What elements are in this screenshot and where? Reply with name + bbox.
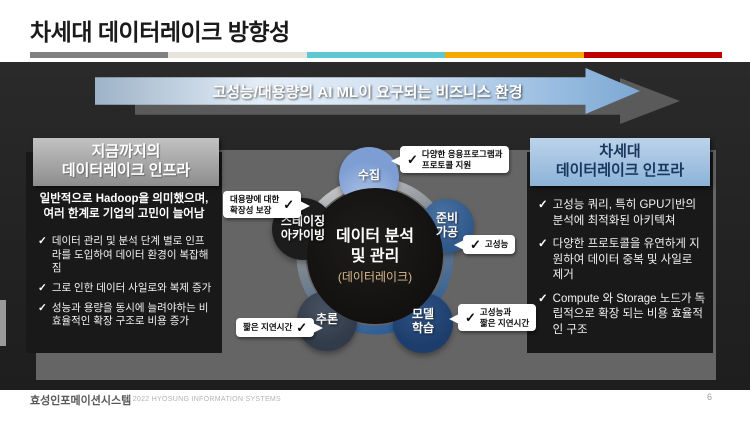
accent-bar: [30, 52, 723, 58]
list-item: ✓ 데이터 관리 및 분석 단계 별로 인프라를 도입하여 데이터 환경이 복잡…: [38, 235, 214, 276]
list-item: ✓ 고성능 쿼리, 특히 GPU기반의 분석에 최적화된 아키텍쳐: [538, 198, 706, 229]
callout-staging: 대용량에 대한 확장성 보장 ✓: [223, 191, 302, 219]
footer-copyright: © 2022 HYOSUNG INFORMATION SYSTEMS: [125, 396, 282, 403]
node-label-staging-archiving: 스테이징 아카이빙: [280, 214, 326, 242]
banner-text: 고성능/대용량의 AI ML이 요구되는 비즈니스 환경: [212, 83, 523, 101]
node-label-collect: 수집: [357, 168, 381, 182]
list-item: ✓ 다양한 프로토콜을 유연하게 지원하여 데이터 중복 및 사일로 제거: [538, 237, 706, 284]
page-number: 6: [707, 392, 713, 402]
check-icon: ✓: [470, 237, 481, 252]
list-item: ✓ 성능과 용량을 동시에 늘려야하는 비효율적인 확장 구조로 비용 증가: [38, 302, 214, 329]
callout-text: 고성능: [484, 239, 509, 250]
bullet-text: 다양한 프로토콜을 유연하게 지원하여 데이터 중복 및 사일로 제거: [552, 238, 700, 282]
callout-collect: ✓ 다양한 응용프로그램과 프로토콜 지원: [400, 146, 510, 174]
left-panel-intro: 일반적으로 Hadoop을 의미했으며, 여러 한계로 기업의 고민이 늘어남: [39, 193, 209, 220]
left-panel-bullets: ✓ 데이터 관리 및 분석 단계 별로 인프라를 도입하여 데이터 환경이 복잡…: [38, 235, 214, 329]
edge-decoration: [0, 300, 6, 346]
footer-company: 효성인포메이션시스템: [30, 395, 132, 407]
callout-model-training: ✓ 고성능과 짧은 지연시간: [458, 304, 537, 332]
callout-prepare: ✓ 고성능: [463, 235, 516, 254]
check-icon: ✓: [407, 152, 418, 168]
check-icon: ✓: [538, 238, 548, 251]
right-panel-bullets: ✓ 고성능 쿼리, 특히 GPU기반의 분석에 최적화된 아키텍쳐 ✓ 다양한 …: [538, 198, 706, 338]
accent-segment-red: [583, 52, 723, 58]
right-panel-header: 차세대 데이터레이크 인프라: [530, 138, 710, 186]
callout-text: 다양한 응용프로그램과 프로토콜 지원: [421, 149, 503, 170]
bullet-text: Compute 와 Storage 노드가 독립적으로 확장 되는 비용 효율적…: [552, 292, 706, 336]
bullet-text: 성능과 용량을 동시에 늘려야하는 비효율적인 확장 구조로 비용 증가: [51, 301, 209, 328]
node-label-prepare: 준비 가공: [435, 211, 459, 239]
bullet-text: 고성능 쿼리, 특히 GPU기반의 분석에 최적화된 아키텍쳐: [552, 199, 697, 227]
check-icon: ✓: [283, 197, 295, 213]
list-item: ✓ Compute 와 Storage 노드가 독립적으로 확장 되는 비용 효…: [538, 292, 706, 339]
node-label-model-training: 모델 학습: [411, 307, 435, 335]
accent-segment-orange: [445, 52, 584, 58]
node-label-inference: 추론: [315, 312, 339, 326]
accent-segment-cyan: [306, 52, 446, 58]
check-icon: ✓: [38, 235, 47, 247]
diagram-center-title: 데이터 분석 및 관리: [335, 228, 415, 265]
left-panel-header: 지금까지의 데이터레이크 인프라: [33, 138, 219, 186]
page-title: 차세대 데이터레이크 방향성: [30, 19, 290, 45]
callout-text: 고성능과 짧은 지연시간: [479, 307, 530, 328]
callout-text: 짧은 지연시간: [243, 322, 293, 333]
check-icon: ✓: [296, 320, 308, 335]
diagram-center: 데이터 분석 및 관리 (데이터레이크): [307, 188, 443, 324]
diagram-center-subtitle: (데이터레이크): [337, 269, 413, 284]
check-icon: ✓: [38, 301, 47, 314]
bullet-text: 그로 인한 데이터 사일로와 복제 증가: [51, 281, 212, 294]
bullet-text: 데이터 관리 및 분석 단계 별로 인프라를 도입하여 데이터 환경이 복잡해 …: [51, 235, 209, 275]
accent-segment-gray: [30, 52, 169, 58]
check-icon: ✓: [38, 281, 47, 294]
check-icon: ✓: [538, 199, 548, 211]
callout-text: 대용량에 대한 확장성 보장: [230, 194, 280, 215]
check-icon: ✓: [538, 292, 548, 305]
callout-inference: 짧은 지연시간 ✓: [236, 318, 315, 337]
list-item: ✓ 그로 인한 데이터 사일로와 복제 증가: [38, 282, 214, 296]
check-icon: ✓: [465, 310, 476, 326]
accent-segment-beige: [168, 52, 307, 58]
